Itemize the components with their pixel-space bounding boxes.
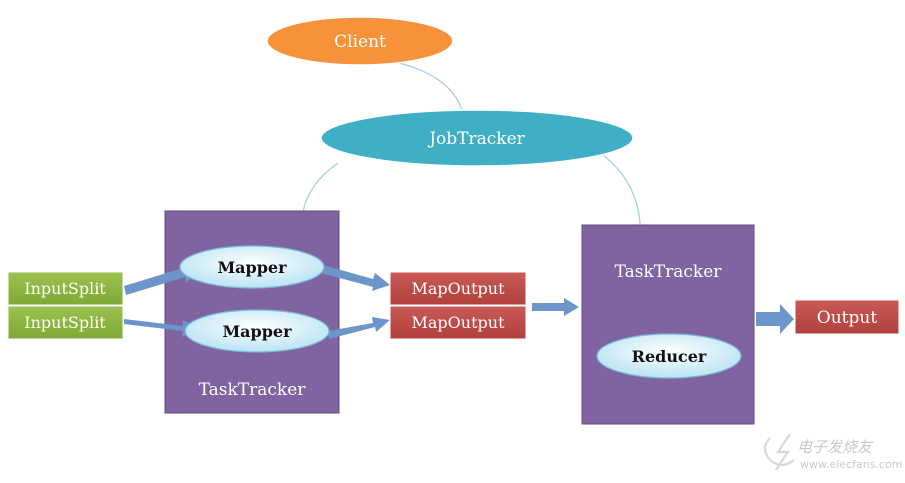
mapper-1: Mapper (179, 245, 325, 289)
mapoutput-1-label: MapOutput (412, 279, 506, 298)
inputsplit-2-label: InputSplit (24, 313, 106, 332)
client-label: Client (334, 32, 386, 52)
elecfans-logo-icon (763, 433, 795, 471)
arrow-inputsplit1-mapper1 (124, 263, 199, 295)
left-tasktracker-label: TaskTracker (199, 380, 307, 400)
inputsplit-2: InputSplit (7, 305, 124, 340)
watermark: 电子发烧友 www.elecfans.com (763, 433, 902, 471)
right-tasktracker-box: TaskTracker (581, 224, 755, 425)
arrow-mapper1-mapoutput1 (321, 265, 390, 291)
left-tasktracker-box: TaskTracker (164, 210, 340, 414)
output-node: Output (794, 299, 900, 335)
arrow-mapper2-mapoutput2 (328, 317, 390, 339)
mapoutput-2: MapOutput (389, 305, 527, 340)
jobtracker-node: JobTracker (320, 109, 634, 167)
arrow-inputsplit2-mapper2 (124, 319, 201, 337)
mapper-2-label: Mapper (222, 322, 292, 341)
arrow-mapoutput-tasktracker (532, 298, 579, 316)
mapoutput-1: MapOutput (389, 271, 527, 306)
right-tasktracker-label: TaskTracker (615, 262, 723, 282)
watermark-brand: 电子发烧友 (797, 438, 874, 456)
mapper-1-label: Mapper (217, 258, 287, 277)
connector-client-jobtracker (394, 61, 463, 111)
flow-arrows (124, 263, 794, 339)
client-node: Client (266, 16, 454, 66)
inputsplit-1: InputSplit (7, 271, 124, 306)
mapper-2: Mapper (184, 309, 330, 353)
arrow-tasktracker-output (756, 304, 794, 334)
jobtracker-label: JobTracker (427, 129, 525, 149)
mapoutput-2-label: MapOutput (412, 313, 506, 332)
reducer-label: Reducer (632, 347, 707, 366)
watermark-url: www.elecfans.com (800, 458, 902, 471)
output-label: Output (817, 308, 878, 328)
reducer-node: Reducer (596, 333, 742, 379)
inputsplit-1-label: InputSplit (24, 279, 106, 298)
